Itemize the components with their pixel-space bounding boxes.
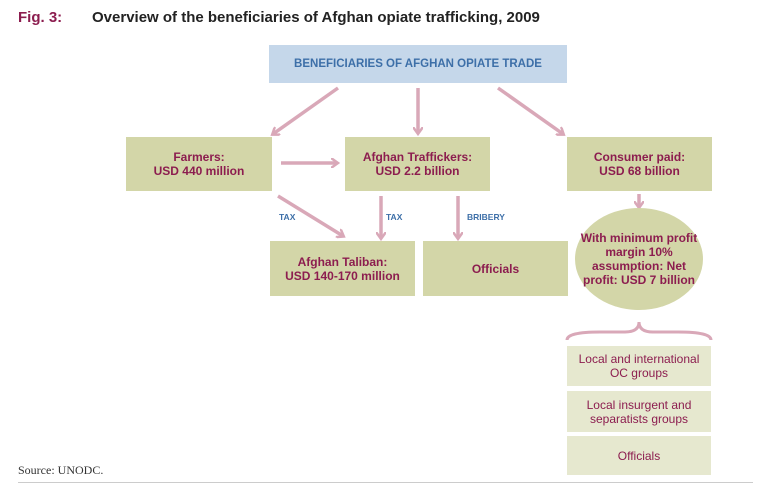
farmers-box: Farmers: USD 440 million bbox=[126, 137, 272, 191]
brace-profit-groups bbox=[565, 321, 713, 341]
tax-label-1: TAX bbox=[279, 212, 296, 222]
traffickers-label: Afghan Traffickers: USD 2.2 billion bbox=[362, 150, 473, 178]
figure-title: Overview of the beneficiaries of Afghan … bbox=[92, 9, 540, 26]
profit-label: With minimum profit margin 10% assumptio… bbox=[580, 231, 698, 287]
farmers-label: Farmers: USD 440 million bbox=[153, 150, 245, 178]
figure-label: Fig. 3: bbox=[18, 9, 63, 26]
arrow-header-consumer bbox=[496, 86, 563, 134]
bottom-divider bbox=[18, 482, 753, 483]
group-label-officials: Officials bbox=[617, 448, 661, 463]
bribery-label: BRIBERY bbox=[467, 212, 505, 222]
group-box-insurgent: Local insurgent and separatists groups bbox=[567, 391, 711, 432]
officials-box: Officials bbox=[423, 241, 568, 296]
profit-circle: With minimum profit margin 10% assumptio… bbox=[575, 208, 703, 310]
taliban-label: Afghan Taliban: USD 140-170 million bbox=[285, 254, 400, 283]
arrow-farmers-taliban bbox=[277, 194, 343, 236]
source-note: Source: UNODC. bbox=[18, 463, 104, 477]
arrow-header-farmers bbox=[273, 86, 340, 134]
group-box-officials: Officials bbox=[567, 436, 711, 475]
consumer-label: Consumer paid: USD 68 billion bbox=[593, 150, 686, 178]
group-box-oc: Local and international OC groups bbox=[567, 346, 711, 386]
taliban-box: Afghan Taliban: USD 140-170 million bbox=[270, 241, 415, 296]
consumer-box: Consumer paid: USD 68 billion bbox=[567, 137, 712, 191]
officials-label: Officials bbox=[471, 261, 520, 276]
header-box: BENEFICIARIES OF AFGHAN OPIATE TRADE bbox=[269, 45, 567, 83]
group-label-oc: Local and international OC groups bbox=[578, 352, 700, 380]
traffickers-box: Afghan Traffickers: USD 2.2 billion bbox=[345, 137, 490, 191]
group-label-insurgent: Local insurgent and separatists groups bbox=[586, 397, 692, 426]
tax-label-2: TAX bbox=[386, 212, 403, 222]
header-text: BENEFICIARIES OF AFGHAN OPIATE TRADE bbox=[294, 58, 542, 70]
